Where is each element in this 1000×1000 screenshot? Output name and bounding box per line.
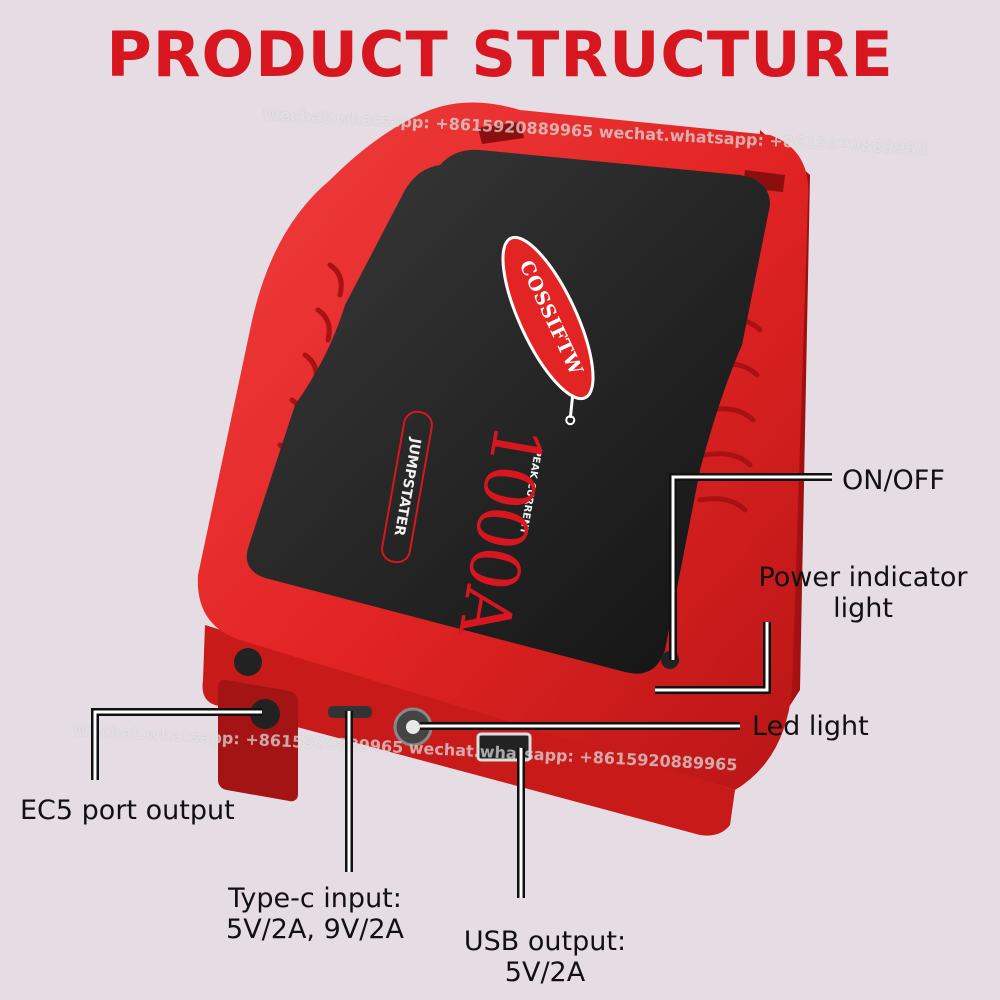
page-title: PRODUCT STRUCTURE xyxy=(106,18,894,91)
brand-logo xyxy=(501,235,595,426)
label-typec-line2: 5V/2A, 9V/2A xyxy=(226,914,404,945)
ec5-port-top xyxy=(234,648,262,676)
hang-slot-left xyxy=(478,122,524,144)
label-on-off: ON/OFF xyxy=(842,465,945,496)
device-front-face xyxy=(202,625,735,836)
label-ec5: EC5 port output xyxy=(20,795,235,826)
typec-port xyxy=(328,706,372,718)
ec5-port-bottom xyxy=(250,699,280,729)
label-power-indicator-line2: light xyxy=(833,593,893,624)
on-off-button xyxy=(661,651,679,669)
label-power-indicator: Power indicator light xyxy=(728,562,998,624)
top-panel xyxy=(246,149,771,674)
label-typec: Type-c input: 5V/2A, 9V/2A xyxy=(190,883,440,945)
label-led-light: Led light xyxy=(752,711,869,742)
label-usb: USB output: 5V/2A xyxy=(430,926,660,988)
label-usb-line2: 5V/2A xyxy=(504,957,586,988)
label-power-indicator-line1: Power indicator xyxy=(758,562,968,593)
label-typec-line1: Type-c input: xyxy=(228,883,402,914)
label-usb-line1: USB output: xyxy=(463,926,627,957)
